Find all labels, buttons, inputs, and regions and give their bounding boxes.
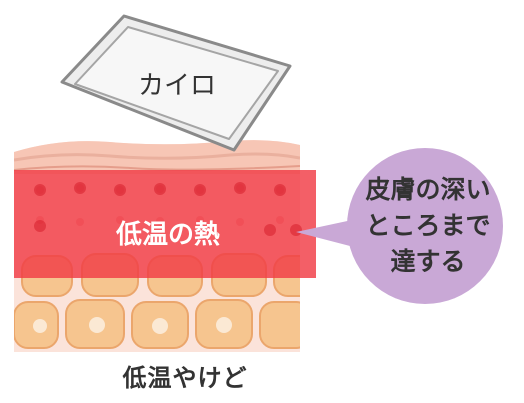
heat-pad bbox=[60, 14, 292, 152]
callout-line-2: ところまで bbox=[365, 211, 490, 240]
diagram-caption: 低温やけど bbox=[122, 364, 248, 392]
callout-line-1: 皮膚の深い bbox=[365, 175, 490, 204]
heat-zone-cells bbox=[34, 182, 302, 236]
skin-surface-layer bbox=[14, 140, 300, 174]
fat-cell-nuclei bbox=[33, 317, 232, 334]
heat-pad-label: カイロ bbox=[138, 71, 216, 101]
callout-bubble bbox=[296, 148, 503, 304]
callout-line-3: 達する bbox=[390, 247, 465, 276]
heat-zone-label: 低温の熱 bbox=[115, 220, 220, 250]
